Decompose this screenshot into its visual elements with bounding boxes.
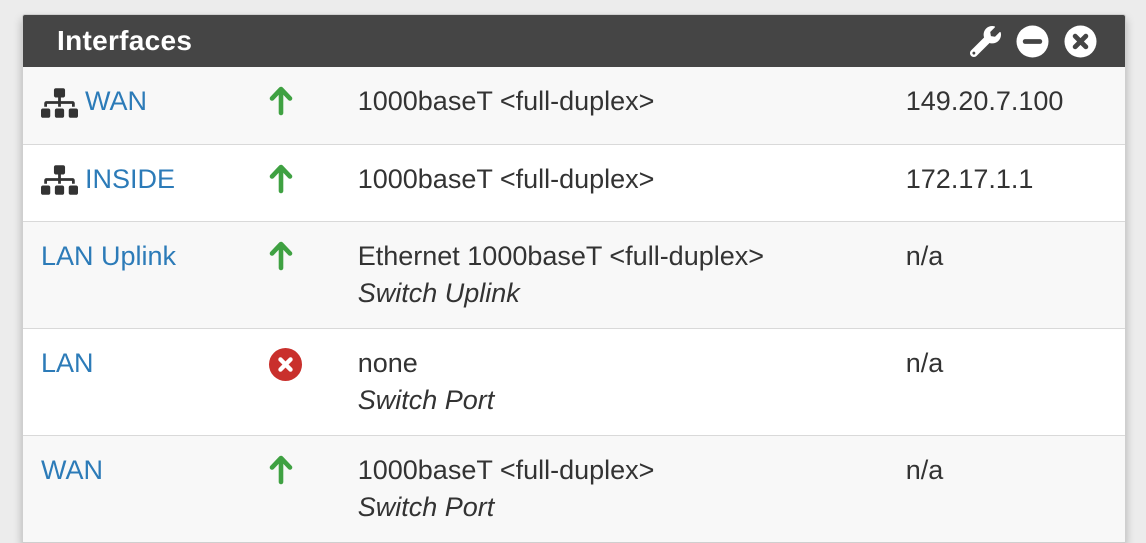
status-up-icon <box>268 240 294 271</box>
interface-name: LAN <box>41 348 94 378</box>
media-text: none <box>357 348 418 378</box>
close-icon[interactable] <box>1064 24 1097 58</box>
address-text: n/a <box>905 455 944 485</box>
media-text: 1000baseT <full-duplex> <box>357 455 655 485</box>
sitemap-icon <box>41 163 78 195</box>
interface-link-wan-switchport[interactable]: WAN <box>41 452 103 489</box>
media-text: 1000baseT <full-duplex> <box>357 163 655 194</box>
address-text: 149.20.7.100 <box>905 86 1064 116</box>
interface-link-lan[interactable]: LAN <box>41 345 94 382</box>
interface-link-wan[interactable]: WAN <box>41 83 147 120</box>
address-text: n/a <box>905 348 944 378</box>
media-detail: Switch Port <box>357 492 495 522</box>
status-up-icon <box>268 85 294 116</box>
interface-link-inside[interactable]: INSIDE <box>41 161 175 198</box>
media-text: 1000baseT <full-duplex> <box>357 86 655 116</box>
sitemap-icon <box>41 86 78 118</box>
panel-title: Interfaces <box>57 25 193 56</box>
interface-link-lan-uplink[interactable]: LAN Uplink <box>41 238 176 275</box>
media-detail: Switch Port <box>357 385 495 415</box>
widget-actions <box>970 24 1097 58</box>
status-down-icon <box>268 347 303 382</box>
interface-row-wan: WAN 1000baseT <full-duplex> 149.20.7.100 <box>23 67 1125 144</box>
address-text: 172.17.1.1 <box>905 163 1034 194</box>
interface-row-lan: LAN none Switch Port n/a <box>23 328 1125 436</box>
interface-row-wan-switchport: WAN 1000baseT <full-duplex> Switch Port … <box>23 435 1125 542</box>
interfaces-table: WAN 1000baseT <full-duplex> 149.20.7.100 <box>23 67 1125 542</box>
wrench-icon[interactable] <box>970 25 1001 57</box>
status-up-icon <box>268 454 294 485</box>
media-text: Ethernet 1000baseT <full-duplex> <box>357 241 765 271</box>
status-up-icon <box>268 163 294 194</box>
media-detail: Switch Uplink <box>357 278 520 308</box>
interface-name: WAN <box>85 86 147 116</box>
interfaces-widget: Interfaces WAN <box>22 14 1126 543</box>
interface-row-inside: INSIDE 1000baseT <full-duplex> 172.17.1.… <box>23 144 1125 222</box>
address-text: n/a <box>905 241 944 271</box>
interface-name: LAN Uplink <box>41 241 177 271</box>
interface-row-lan-uplink: LAN Uplink Ethernet 1000baseT <full-dupl… <box>23 221 1125 329</box>
interface-name: WAN <box>41 455 103 485</box>
interface-name: INSIDE <box>85 163 176 194</box>
minimize-icon[interactable] <box>1016 24 1049 58</box>
widget-header: Interfaces <box>23 15 1125 67</box>
